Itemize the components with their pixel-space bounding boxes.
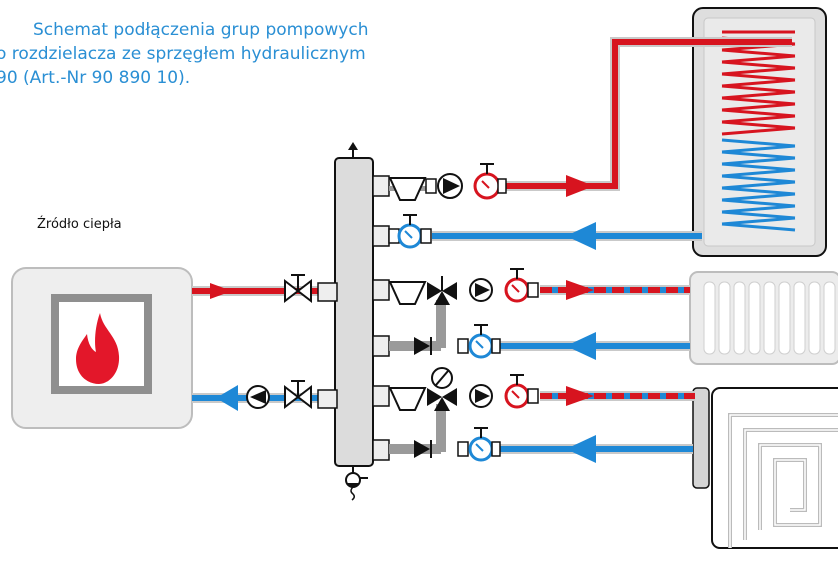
title-line-1: Schemat podłączenia grup pompowych [33,20,369,40]
radiator [689,271,838,365]
circuit-pipes [432,37,792,463]
gate-valve-icon [284,274,312,410]
air-vent-icon [348,142,358,158]
pump-icon [437,173,463,199]
storage-tank [692,7,827,257]
floor-supply-group [388,367,539,411]
check-valve-icon [414,337,432,355]
floor-heating [692,387,838,549]
heat-source-label: Źródło ciepła [37,217,122,232]
mixing-valve-icon [427,276,457,305]
thermometer-icon [473,163,501,200]
thermometer-icon [468,324,494,359]
thermometer-icon [504,374,530,409]
mixing-valve-icon [427,367,457,411]
tank-supply-group [388,163,507,201]
thermometer-icon [397,214,423,249]
check-valve-icon [414,440,432,458]
pump-icon [469,278,493,302]
title-line-3: 90 (Art.-Nr 90 890 10). [0,68,191,88]
thermometer-icon [468,427,494,462]
boiler [11,267,193,429]
radiator-return-group [414,324,501,359]
storage-tank-lower-coil [721,138,796,232]
thermometer-icon [504,268,530,303]
drain-valve-icon [345,466,368,501]
floor-return-group [414,427,501,462]
pump-icon [246,385,270,409]
title-line-2: o rozdzielacza ze sprzęgłem hydrauliczny… [0,44,366,64]
radiator-supply-group [388,268,539,305]
tank-return-group [388,214,432,249]
pump-icon [469,384,493,408]
flame-icon [76,313,120,384]
hydraulic-separator [317,142,374,501]
diagram-title: Schemat podłączenia grup pompowych o roz… [0,18,480,90]
